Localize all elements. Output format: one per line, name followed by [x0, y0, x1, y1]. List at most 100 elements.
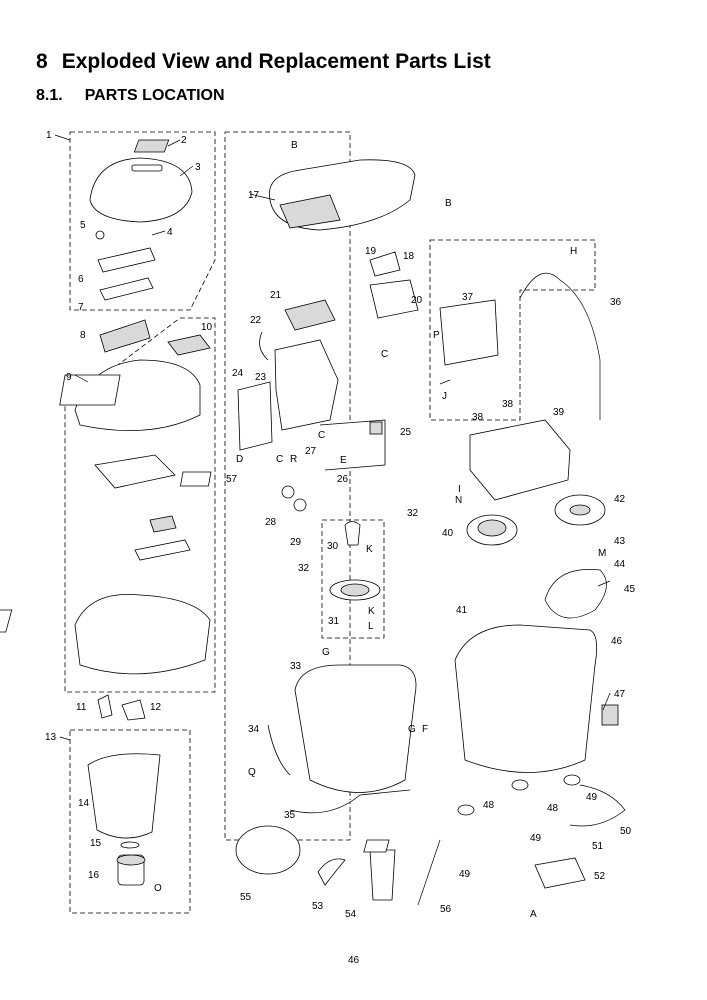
callout-49-b: 49: [530, 833, 542, 844]
callout-30: 30: [327, 541, 339, 552]
letter-c-3: C: [276, 454, 283, 465]
callout-51: 51: [592, 841, 604, 852]
letter-j: J: [442, 391, 447, 402]
upper-body-parts: [0, 319, 211, 721]
spring-plate: [134, 539, 191, 561]
callout-50: 50: [620, 826, 632, 837]
part-52-plate: [534, 857, 586, 889]
part-27-heater: [319, 419, 386, 471]
section-number: 8: [36, 50, 48, 73]
part-20-switch-block: [369, 279, 419, 319]
part-47-label: [601, 704, 619, 726]
part-2-window-label: [133, 139, 170, 153]
part-50-power-cord: [569, 784, 626, 827]
part-7-window-glass: [99, 277, 154, 301]
part-23-control-housing: [274, 339, 339, 431]
part-11-hook: [97, 694, 113, 719]
callout-32: 32: [407, 508, 419, 519]
callout-29: 29: [290, 537, 302, 548]
callout-43: 43: [614, 536, 626, 547]
part-24-circuit-board: [237, 381, 273, 451]
pulley-hub: [340, 583, 370, 597]
letter-k-2: K: [368, 606, 375, 617]
callout-49: 49: [586, 792, 598, 803]
callout-56: 56: [440, 904, 452, 915]
callout-55: 55: [240, 892, 252, 903]
callout-26: 26: [337, 474, 349, 485]
callout-28: 28: [265, 517, 277, 528]
lid-parts: [89, 139, 193, 301]
part-18-bracket: [369, 251, 401, 277]
exploded-view-diagram: 1 2 3 4 5 6 7 8 9 10 11 12 13 14 15 16 1…: [0, 130, 636, 920]
callout-14: 14: [78, 798, 90, 809]
callout-18: 18: [403, 251, 415, 262]
callout-42: 42: [614, 494, 626, 505]
part-37-bracket: [439, 299, 499, 366]
callout-32-b: 32: [298, 563, 310, 574]
subsection-title: PARTS LOCATION: [84, 87, 225, 104]
callout-5: 5: [80, 220, 86, 231]
callout-21: 21: [270, 290, 282, 301]
callout-36: 36: [610, 297, 622, 308]
callout-49-c: 49: [459, 869, 471, 880]
letter-d: D: [236, 454, 243, 465]
letter-i: I: [458, 484, 461, 495]
lid-handle: [131, 164, 163, 172]
part-25-clip: [369, 421, 383, 435]
callout-25: 25: [400, 427, 412, 438]
letter-a: A: [530, 909, 537, 920]
motor-hub: [477, 519, 507, 537]
callout-57: 57: [226, 474, 238, 485]
part-33-base-frame: [294, 664, 417, 793]
callout-20: 20: [411, 295, 423, 306]
section-title: Exploded View and Replacement Parts List: [61, 50, 491, 73]
part-35-wire: [289, 789, 411, 814]
kneading-motor-group-frame: [321, 519, 385, 639]
bread-pan-group-frame: [69, 729, 191, 914]
part-30-coupling: [344, 521, 361, 546]
part-5-screw: [95, 230, 105, 240]
part-46-outer-case: [454, 624, 598, 773]
part-34-wire: [267, 724, 291, 776]
letter-e: E: [340, 455, 347, 466]
lower-frame-window: [0, 609, 13, 633]
callout-1: 1: [46, 130, 52, 141]
letter-k: K: [366, 544, 373, 555]
callout-17: 17: [248, 190, 260, 201]
callout-22: 22: [250, 315, 262, 326]
switch-part: [149, 515, 177, 533]
letter-l: L: [368, 621, 374, 632]
callout-53: 53: [312, 901, 324, 912]
part-39-chassis: [469, 419, 571, 501]
subsection-heading: 8.1.PARTS LOCATION: [36, 87, 225, 105]
page-number: 46: [347, 955, 360, 966]
letter-f: F: [422, 724, 428, 735]
center-column-frame: [224, 131, 351, 841]
letter-c: C: [381, 349, 388, 360]
part-14-bread-pan: [87, 753, 161, 839]
callout-44: 44: [614, 559, 626, 570]
callout-31: 31: [328, 616, 340, 627]
callout-48-b: 48: [547, 803, 559, 814]
letter-b-2: B: [445, 198, 452, 209]
callout-46: 46: [611, 636, 623, 647]
callout-33: 33: [290, 661, 302, 672]
right-parts: [363, 272, 626, 889]
control-panel: [279, 194, 341, 229]
group-frames: [64, 131, 596, 914]
callout-19: 19: [365, 246, 377, 257]
callout-41: 41: [456, 605, 468, 616]
callout-2: 2: [181, 135, 187, 146]
lower-frame: [74, 594, 211, 675]
callout-24: 24: [232, 368, 244, 379]
part-6-window-frame: [97, 247, 156, 273]
callout-11: 11: [76, 702, 87, 713]
part-55-lid-disc: [235, 825, 301, 875]
callout-48: 48: [483, 800, 495, 811]
callout-39: 39: [553, 407, 565, 418]
callout-38-b: 38: [502, 399, 514, 410]
callout-40: 40: [442, 528, 454, 539]
callout-54: 54: [345, 909, 357, 920]
callout-34: 34: [248, 724, 260, 735]
letter-h: H: [570, 246, 577, 257]
